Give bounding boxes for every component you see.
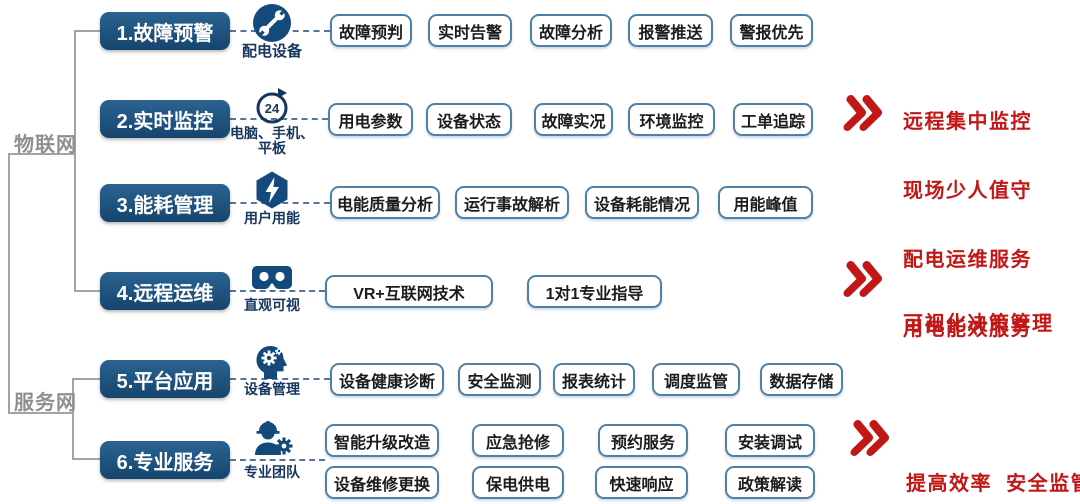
category-box-1: 1.故障预警 — [100, 12, 230, 50]
outcome-line: 现场少人值守 — [903, 180, 1032, 202]
feature-box: 政策解读 — [725, 466, 815, 499]
feature-box: 快速响应 — [595, 466, 688, 499]
tree-iot-vertical-line — [74, 30, 76, 292]
caption-row3: 用户用能 — [244, 210, 300, 226]
feature-box: 设备状态 — [426, 103, 512, 136]
connector-dash-row5 — [230, 378, 330, 380]
feature-box: 智能升级改造 — [325, 424, 439, 457]
connector-dash-row6 — [230, 459, 325, 461]
tree-service-vertical-line — [72, 378, 74, 460]
caption-row2: 电脑、手机、 平板 — [222, 126, 322, 156]
double-chevron-icon — [843, 94, 883, 132]
caption-row5: 设备管理 — [244, 381, 300, 397]
feature-box: 故障实况 — [534, 103, 613, 136]
feature-box: 报警推送 — [628, 14, 713, 47]
outcome-block-2: 可视化决策管理 — [903, 267, 1054, 382]
double-chevron-icon — [843, 260, 883, 298]
feature-box: 应急抢修 — [472, 424, 564, 457]
feature-box: 预约服务 — [598, 424, 688, 457]
caption-row4: 直观可视 — [244, 297, 300, 313]
feature-box: 安全监测 — [458, 363, 541, 396]
worker-gear-icon — [250, 419, 294, 457]
outcome-block-1: 远程集中监控 现场少人值守 配电运维服务 用电能效服务 — [903, 65, 1032, 387]
feature-box: 数据存储 — [760, 363, 843, 396]
feature-box: 报表统计 — [553, 363, 635, 396]
tree-trunk-line — [8, 154, 10, 414]
tree-iot-stub-row4 — [74, 290, 100, 292]
feature-box: 用能峰值 — [718, 186, 813, 219]
feature-box: 1对1专业指导 — [527, 275, 662, 308]
double-chevron-icon — [850, 419, 890, 457]
outcome-line: 用电能效服务 — [903, 318, 1032, 340]
feature-box: 工单追踪 — [733, 103, 813, 136]
caption-row2-line1: 电脑、手机、 — [230, 125, 314, 141]
wrench-icon — [252, 3, 292, 43]
feature-box: 安装调试 — [725, 424, 815, 457]
feature-box: 电能质量分析 — [330, 186, 440, 219]
feature-box: 运行事故解析 — [455, 186, 569, 219]
outcome-line: 配电运维服务 — [903, 249, 1032, 271]
feature-box: 环境监控 — [628, 103, 715, 136]
feature-box: 设备维修更换 — [325, 466, 439, 499]
tree-service-branch-line — [8, 412, 74, 414]
feature-box: 用电参数 — [328, 103, 413, 136]
category-box-4: 4.远程运维 — [100, 272, 230, 310]
tree-service-stub-row5 — [72, 378, 100, 380]
category-box-5: 5.平台应用 — [100, 360, 230, 398]
connector-dash-row4 — [230, 290, 325, 292]
feature-box: 设备耗能情况 — [585, 186, 699, 219]
lightning-hexagon-icon — [252, 170, 292, 210]
outcome-block-3: 提高效率 安全监管 — [906, 427, 1080, 504]
vr-goggles-icon — [250, 264, 294, 294]
clock-24-icon: 24 — [252, 86, 292, 126]
feature-box: VR+互联网技术 — [325, 275, 493, 308]
svg-text:24: 24 — [265, 101, 280, 116]
caption-row6: 专业团队 — [244, 464, 300, 480]
tree-iot-stub-row1 — [74, 30, 100, 32]
caption-row1: 配电设备 — [241, 43, 302, 60]
caption-row2-line2: 平板 — [258, 140, 286, 156]
category-box-2: 2.实时监控 — [100, 100, 230, 138]
group-label-iot: 物联网 — [14, 134, 77, 156]
feature-box: 实时告警 — [428, 14, 512, 47]
category-box-6: 6.专业服务 — [100, 441, 230, 479]
outcome-line: 可视化决策管理 — [903, 313, 1054, 335]
feature-box: 故障分析 — [530, 14, 612, 47]
feature-box: 调度监管 — [652, 363, 740, 396]
category-box-3: 3.能耗管理 — [100, 184, 230, 222]
tree-service-stub-row6 — [72, 458, 100, 460]
feature-box: 保电供电 — [472, 466, 564, 499]
outcome-line: 提高效率 安全监管 — [906, 473, 1080, 495]
outcome-line: 远程集中监控 — [903, 111, 1032, 133]
feature-box: 设备健康诊断 — [330, 363, 444, 396]
head-gears-icon — [250, 343, 294, 379]
group-label-service: 服务网 — [14, 392, 77, 414]
tree-iot-branch-line — [8, 153, 76, 155]
feature-box: 故障预判 — [330, 14, 412, 47]
feature-box: 警报优先 — [730, 14, 813, 47]
